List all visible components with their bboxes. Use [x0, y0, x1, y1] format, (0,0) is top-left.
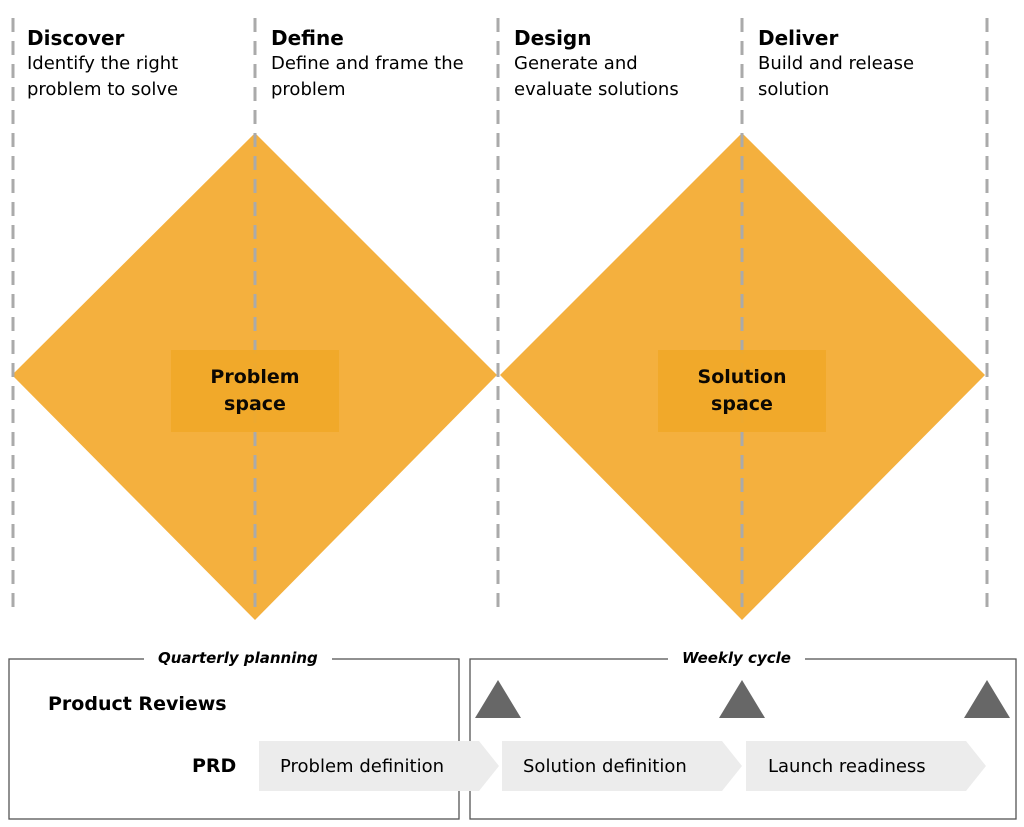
prd-label: PRD: [192, 755, 237, 777]
problem-space-label: Problem space: [171, 350, 339, 432]
phase-deliver: Deliver Build and release solution: [758, 25, 988, 103]
phase-title: Discover: [27, 26, 125, 50]
quarterly-planning-box: [8, 658, 460, 820]
phase-description: Build and release solution: [758, 53, 915, 100]
step-chevron-problem-definition: [259, 741, 499, 791]
phase-define: Define Define and frame the problem: [271, 25, 501, 103]
review-marker-triangle: [964, 680, 1010, 718]
solution-space-label: Solution space: [658, 350, 826, 432]
phase-design: Design Generate and evaluate solutions: [514, 25, 744, 103]
step-chevron-launch-readiness: [746, 741, 986, 791]
phase-discover: Discover Identify the right problem to s…: [27, 25, 257, 103]
phase-description: Generate and evaluate solutions: [514, 53, 679, 100]
phase-title: Define: [271, 26, 344, 50]
weekly-cycle-title: Weekly cycle: [668, 647, 805, 669]
step-label-solution-definition: Solution definition: [523, 756, 687, 777]
step-label-problem-definition: Problem definition: [280, 756, 445, 777]
review-marker-triangle: [719, 680, 765, 718]
phase-description: Identify the right problem to solve: [27, 53, 179, 100]
step-label-launch-readiness: Launch readiness: [768, 756, 926, 777]
product-reviews-label: Product Reviews: [48, 693, 227, 715]
phase-title: Deliver: [758, 26, 839, 50]
phase-title: Design: [514, 26, 592, 50]
quarterly-planning-title: Quarterly planning: [144, 647, 332, 669]
review-marker-triangle: [475, 680, 521, 718]
phase-description: Define and frame the problem: [271, 53, 464, 100]
step-chevron-solution-definition: [502, 741, 742, 791]
